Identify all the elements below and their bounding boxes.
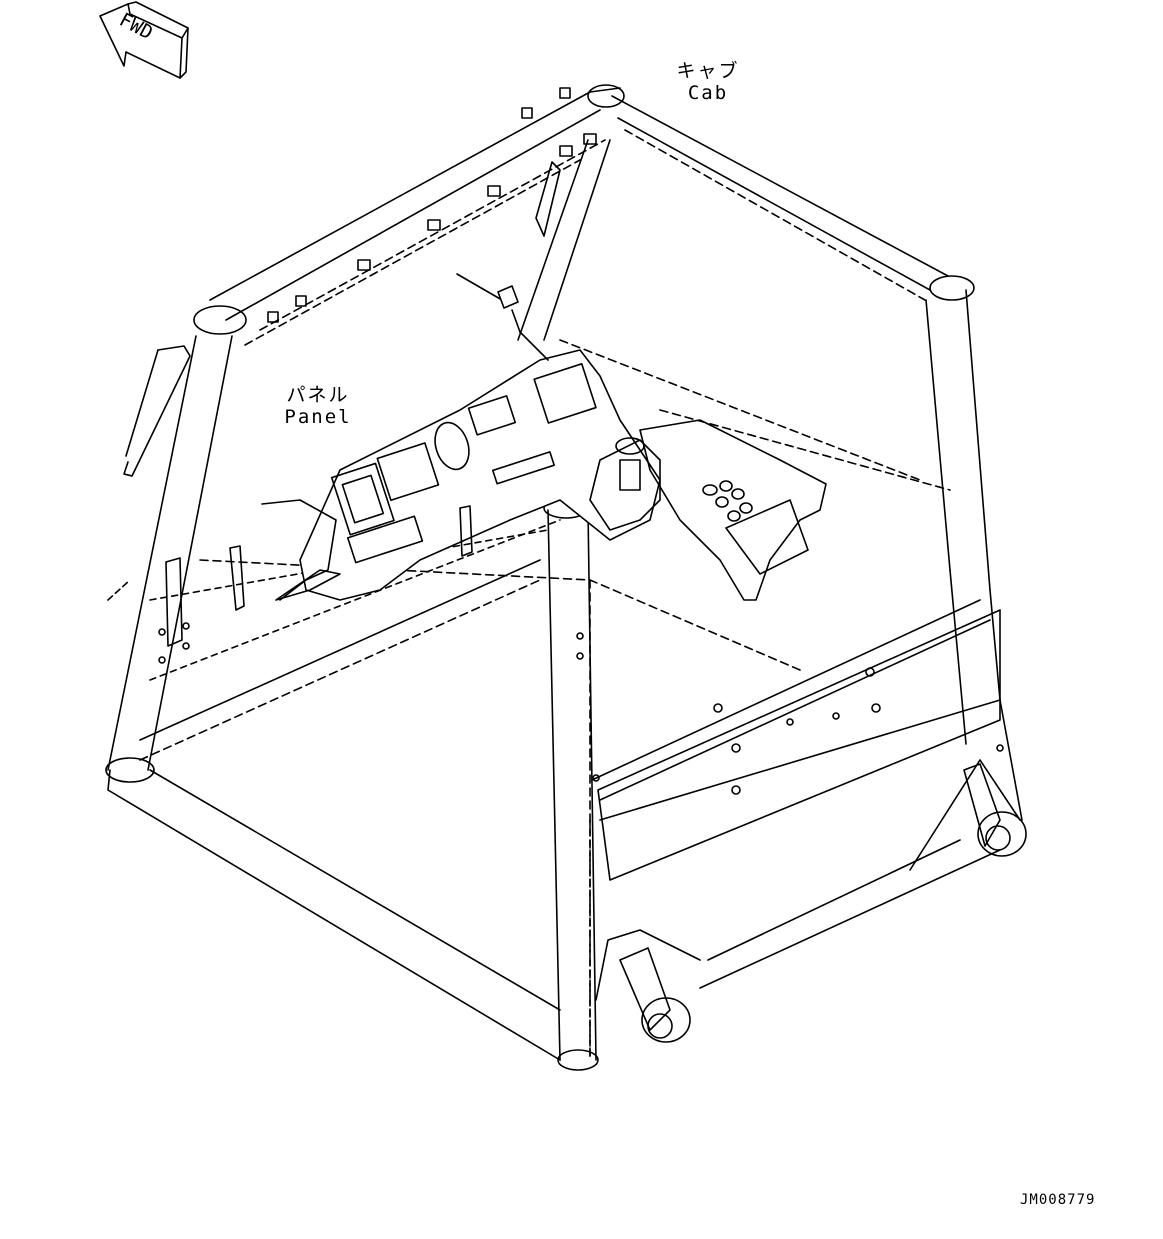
roof-rail-clips — [267, 87, 597, 323]
cab-label-en: Cab — [687, 82, 729, 104]
cab-frame — [105, 84, 1027, 1071]
drawing-number: JM008779 — [1020, 1192, 1096, 1208]
instrument-panel — [165, 349, 827, 647]
part-leader — [456, 273, 549, 361]
cab-frame-hidden-lines — [149, 339, 951, 681]
cab-label-jp: キャブ — [676, 60, 740, 82]
panel-label: パネル Panel — [278, 384, 358, 428]
fwd-arrow-icon: FWD — [99, 1, 189, 79]
panel-label-en: Panel — [284, 406, 352, 428]
panel-label-jp: パネル — [286, 384, 350, 406]
frame-holes — [158, 622, 1004, 795]
cab-label: キャブ Cab — [668, 60, 748, 104]
